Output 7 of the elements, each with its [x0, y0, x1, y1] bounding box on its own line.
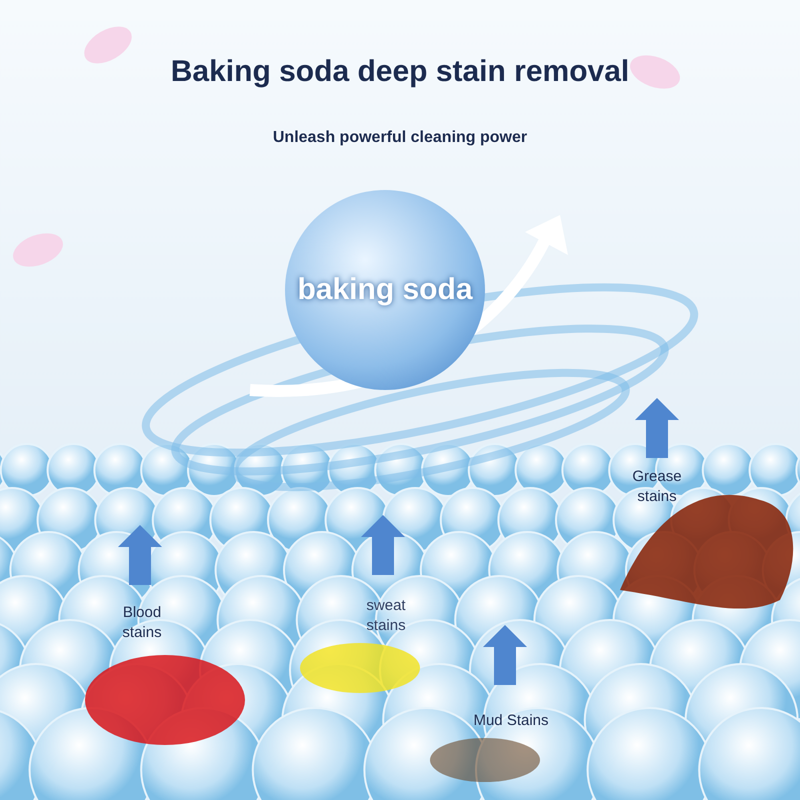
- title: Baking soda deep stain removal: [170, 55, 630, 89]
- sphere-label: baking soda: [297, 273, 473, 307]
- stain-label: Blood stains: [121, 603, 163, 642]
- stain-label: Mud Stains: [472, 711, 550, 730]
- stain-label: sweat stains: [365, 596, 407, 635]
- stain-label: Grease stains: [631, 467, 683, 506]
- subtitle: Unleash powerful cleaning power: [272, 128, 528, 148]
